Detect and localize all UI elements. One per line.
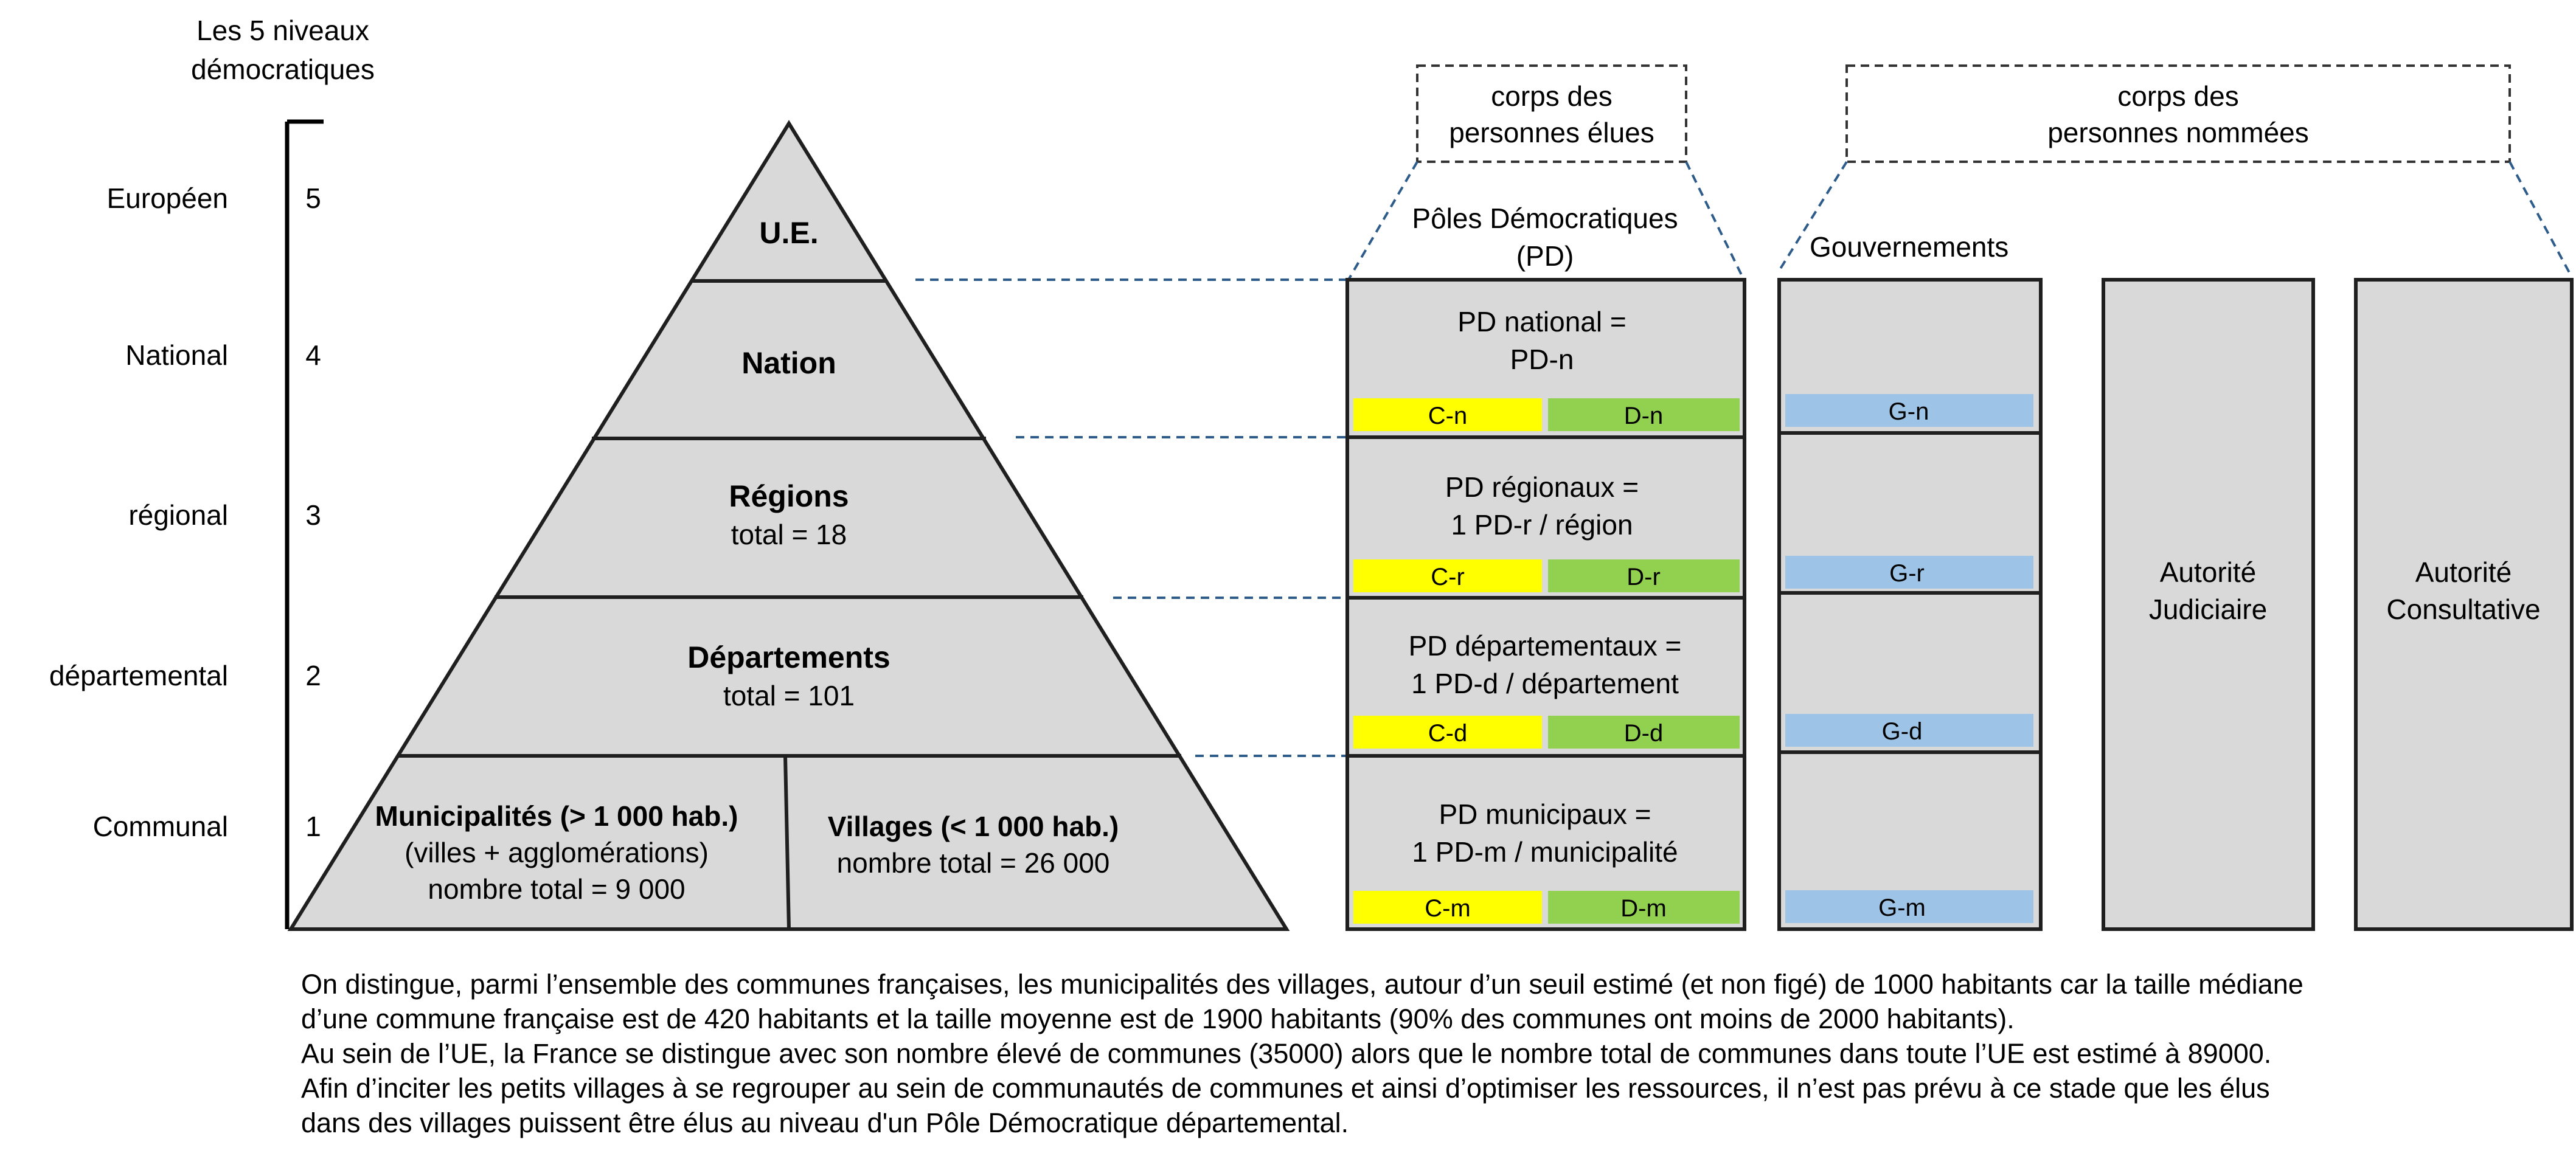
pd-column-box [1345, 278, 1746, 931]
c-m-label: C-m [1425, 895, 1471, 922]
appointed-header-line-1: corps des [2117, 80, 2238, 112]
pd-departemental-line-1: PD départementaux = [1409, 630, 1682, 662]
consultative-box [2354, 278, 2574, 931]
footnote-line-4: Afin d’inciter les petits villages à se … [301, 1073, 2270, 1104]
level-name-europeen: Européen [107, 182, 229, 214]
scale-title-line-2: démocratiques [191, 54, 375, 85]
judiciaire-column: Autorité Judiciaire [2102, 278, 2315, 931]
d-d-bar [1548, 716, 1740, 749]
g-n-label: G-n [1889, 398, 1929, 425]
g-d-bar [1785, 714, 2033, 747]
d-m-bar [1548, 891, 1740, 924]
elected-header-box [1416, 64, 1687, 163]
d-r-label: D-r [1626, 564, 1661, 590]
consultative-line-2: Consultative [2386, 593, 2540, 625]
footnote-line-3: Au sein de l’UE, la France se distingue … [301, 1038, 2272, 1069]
level-number-2: 2 [305, 660, 321, 691]
footnote-line-2: d’une commune française est de 420 habit… [301, 1003, 2015, 1034]
d-n-label: D-n [1624, 403, 1663, 429]
pyramid-departements-detail: total = 101 [723, 680, 855, 711]
pd-national-line-2: PD-n [1510, 344, 1574, 375]
appointed-header: corps des personnes nommées Gouvernement… [1778, 64, 2571, 274]
c-r-label: C-r [1431, 564, 1465, 590]
appointed-bracket-right [2508, 161, 2571, 274]
elected-header-line-1: corps des [1491, 80, 1612, 112]
pd-regional-line-1: PD régionaux = [1445, 471, 1639, 503]
level-number-1: 1 [305, 811, 321, 842]
pyramid-regions-detail: total = 18 [731, 519, 847, 550]
pyramid-regions-title: Régions [729, 479, 849, 513]
pd-municipal-line-2: 1 PD-m / municipalité [1412, 836, 1678, 868]
pyramid: U.E. Nation Régions total = 18 Départeme… [287, 120, 1290, 931]
level-number-5: 5 [305, 182, 321, 214]
g-n-bar [1785, 394, 2033, 427]
d-m-label: D-m [1620, 895, 1667, 922]
pyramid-nation-label: Nation [741, 346, 836, 380]
g-r-label: G-r [1889, 560, 1925, 587]
level-scale: Les 5 niveaux démocratiques Européen 5 N… [49, 15, 375, 929]
level-name-departemental: départemental [49, 660, 228, 691]
pyramid-villages-detail: nombre total = 26 000 [837, 847, 1110, 879]
pyramid-municipalites-detail-1: (villes + agglomérations) [404, 837, 709, 868]
pyramid-ue-label: U.E. [759, 216, 818, 250]
elected-header-line-2: personnes élues [1449, 117, 1654, 148]
c-r-bar [1353, 559, 1542, 592]
c-m-bar [1353, 891, 1542, 924]
gov-column: G-n G-r G-d G-m [1777, 278, 2043, 931]
footnote: On distingue, parmi l’ensemble des commu… [301, 967, 2552, 1140]
pd-national-line-1: PD national = [1457, 306, 1626, 337]
c-d-bar [1353, 716, 1542, 749]
pd-column: PD national = PD-n C-n D-n PD régionaux … [1345, 278, 1746, 931]
g-m-bar [1785, 890, 2033, 923]
pd-title-line-2: (PD) [1516, 240, 1574, 272]
gov-title: Gouvernements [1810, 231, 2008, 263]
d-d-label: D-d [1624, 720, 1663, 747]
judiciaire-line-2: Judiciaire [2149, 593, 2267, 625]
appointed-bracket-left [1778, 161, 1848, 272]
gov-column-box [1777, 278, 2043, 931]
pd-regional-line-2: 1 PD-r / région [1451, 509, 1633, 541]
pyramid-municipalites-detail-2: nombre total = 9 000 [428, 873, 685, 905]
g-d-label: G-d [1882, 718, 1923, 745]
g-m-label: G-m [1878, 894, 1926, 921]
judiciaire-box [2102, 278, 2315, 931]
d-r-bar [1548, 559, 1740, 592]
level-number-3: 3 [305, 499, 321, 531]
level-number-4: 4 [305, 339, 321, 371]
elected-header: corps des personnes élues Pôles Démocrat… [1348, 64, 1745, 280]
elected-bracket-right [1685, 161, 1745, 279]
footnote-line-1: On distingue, parmi l’ensemble des commu… [301, 969, 2303, 1000]
pyramid-divider-communal [783, 755, 791, 930]
level-connectors [915, 279, 1347, 757]
scale-title-line-1: Les 5 niveaux [196, 15, 369, 46]
elected-bracket-left [1348, 161, 1418, 280]
appointed-header-box [1845, 64, 2511, 163]
level-name-national: National [125, 339, 228, 371]
c-n-bar [1353, 398, 1542, 431]
pyramid-villages-title: Villages (< 1 000 hab.) [828, 811, 1119, 842]
appointed-header-line-2: personnes nommées [2047, 117, 2309, 148]
pd-departemental-line-2: 1 PD-d / département [1411, 668, 1679, 699]
footnote-line-5: dans des villages puissent être élus au … [301, 1107, 1349, 1138]
pd-title-line-1: Pôles Démocratiques [1412, 202, 1678, 234]
pyramid-municipalites-title: Municipalités (> 1 000 hab.) [375, 800, 738, 832]
pyramid-departements-title: Départements [687, 640, 890, 674]
d-n-bar [1548, 398, 1740, 431]
consultative-line-1: Autorité [2415, 556, 2512, 588]
pd-municipal-line-1: PD municipaux = [1439, 798, 1651, 830]
level-name-communal: Communal [93, 811, 228, 842]
c-d-label: C-d [1428, 720, 1467, 747]
c-n-label: C-n [1428, 403, 1467, 429]
judiciaire-line-1: Autorité [2160, 556, 2257, 588]
level-name-regional: régional [128, 499, 228, 531]
g-r-bar [1785, 556, 2033, 589]
consultative-column: Autorité Consultative [2354, 278, 2574, 931]
